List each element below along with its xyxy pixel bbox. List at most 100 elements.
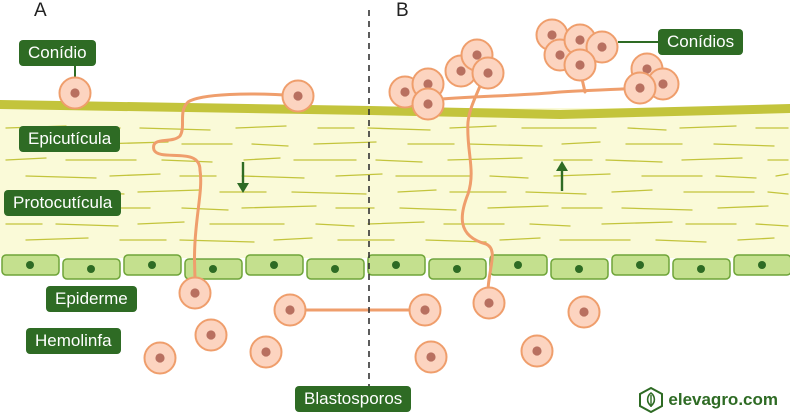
- cell-nucleus: [331, 265, 339, 273]
- fiber: [561, 141, 601, 145]
- fiber: [241, 175, 305, 179]
- fiber: [55, 223, 119, 227]
- fiber: [467, 143, 543, 147]
- fiber: [679, 125, 737, 129]
- fiber: [241, 205, 317, 209]
- spore-nucleus: [456, 66, 466, 76]
- spores: [58, 18, 680, 375]
- spore-nucleus: [575, 35, 585, 45]
- spore-nucleus: [642, 64, 652, 74]
- arrow-down-icon: [237, 183, 249, 193]
- fiber: [397, 189, 437, 193]
- fiber: [137, 189, 201, 193]
- fiber: [605, 159, 663, 163]
- fiber: [487, 205, 549, 209]
- procuticle-layer: [0, 108, 790, 258]
- fiber: [489, 175, 529, 179]
- spore-nucleus: [472, 50, 482, 60]
- cell-nucleus: [148, 261, 156, 269]
- direction-arrows: [237, 161, 568, 193]
- leaf-hexagon-icon: [639, 387, 664, 413]
- fiber: [315, 223, 355, 227]
- spore-nucleus: [484, 298, 494, 308]
- fiber: [499, 237, 541, 241]
- fiber: [715, 175, 757, 179]
- arrow-up-icon: [556, 161, 568, 171]
- cell-nucleus: [392, 261, 400, 269]
- spore-nucleus: [190, 288, 200, 298]
- fiber: [367, 221, 425, 225]
- cell-nucleus: [453, 265, 461, 273]
- panel-a-letter: A: [34, 0, 47, 21]
- spore-nucleus: [293, 91, 303, 101]
- spore-nucleus: [70, 88, 80, 98]
- spore-nucleus: [206, 330, 216, 340]
- fiber: [291, 191, 367, 195]
- fiber: [755, 223, 789, 227]
- spore-nucleus: [483, 68, 493, 78]
- fiber: [399, 207, 457, 211]
- epicuticle-layer: [0, 100, 790, 119]
- spore-nucleus: [420, 305, 430, 315]
- fiber: [375, 159, 423, 163]
- fiber: [447, 157, 523, 161]
- fiber: [161, 159, 213, 163]
- epicuticula-label: Epicutícula: [19, 126, 121, 152]
- fiber: [25, 237, 89, 241]
- fiber: [313, 141, 377, 145]
- cell-nucleus: [514, 261, 522, 269]
- fiber: [179, 239, 255, 243]
- cell-nucleus: [26, 261, 34, 269]
- fiber: [243, 157, 281, 161]
- hypha-3: [460, 70, 494, 304]
- spore-nucleus: [547, 30, 557, 40]
- fiber: [5, 157, 47, 161]
- fiber: [655, 239, 707, 243]
- elevagro-brand: elevagro.com: [639, 387, 778, 413]
- conidio-label: Conídio: [19, 40, 96, 66]
- fiber: [25, 175, 97, 179]
- fiber: [553, 173, 611, 177]
- fiber: [767, 191, 789, 195]
- cell-nucleus: [270, 261, 278, 269]
- spore-nucleus: [426, 352, 436, 362]
- fiber: [737, 237, 775, 241]
- spore-nucleus: [423, 99, 433, 109]
- cuticle-layers: [0, 100, 790, 258]
- fiber: [251, 143, 289, 147]
- spore-nucleus: [575, 60, 585, 70]
- fiber: [137, 221, 185, 225]
- hypha-1: [152, 92, 300, 292]
- fiber: [621, 207, 693, 211]
- fiber: [713, 143, 775, 147]
- panel-b-letter: B: [396, 0, 409, 21]
- cell-nucleus: [87, 265, 95, 273]
- fiber: [109, 173, 161, 177]
- spore-nucleus: [532, 346, 542, 356]
- fiber: [525, 191, 587, 195]
- fiber: [601, 221, 673, 225]
- spore-nucleus: [597, 42, 607, 52]
- cell-nucleus: [636, 261, 644, 269]
- cell-nucleus: [697, 265, 705, 273]
- hemolinfa-label: Hemolinfa: [26, 328, 121, 354]
- fiber: [367, 127, 431, 131]
- hypha-2: [428, 86, 642, 102]
- fiber: [449, 125, 497, 129]
- hyphae: [152, 68, 642, 312]
- spore-nucleus: [555, 50, 565, 60]
- fiber: [335, 173, 383, 177]
- blastosporos-label: Blastosporos: [295, 386, 412, 412]
- protocuticula-label: Protocutícula: [4, 190, 122, 216]
- spore-nucleus: [635, 83, 645, 93]
- spore-nucleus: [285, 305, 295, 315]
- fiber: [235, 125, 287, 129]
- spore-nucleus: [579, 307, 589, 317]
- brand-text: elevagro.com: [668, 390, 778, 409]
- fiber: [611, 189, 653, 193]
- spore-nucleus: [261, 347, 271, 357]
- fiber: [681, 157, 743, 161]
- cell-nucleus: [209, 265, 217, 273]
